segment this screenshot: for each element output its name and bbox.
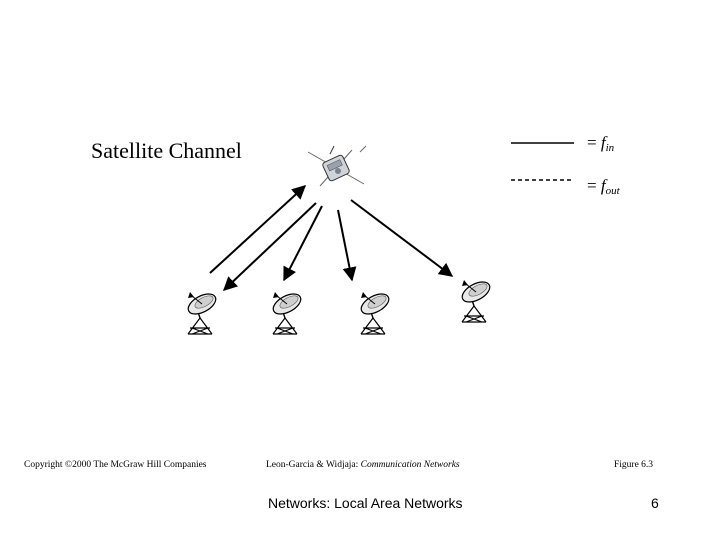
slide-footer-title: Networks: Local Area Networks xyxy=(268,495,463,511)
downlink-arrow-2 xyxy=(283,205,323,282)
diagram-title: Satellite Channel xyxy=(91,138,242,163)
legend-dashed-subscript: out xyxy=(605,185,620,197)
satellite-icon xyxy=(307,145,367,187)
citation-book-title: Communication Networks xyxy=(360,460,460,470)
satellite-dish-icon-1 xyxy=(184,289,220,335)
satellite-dish-icon-2 xyxy=(269,289,305,335)
citation-text: Leon-Garcia & Widjaja: Communication Net… xyxy=(266,460,460,470)
downlink-arrow-3 xyxy=(337,209,357,282)
page-number: 6 xyxy=(651,495,659,511)
legend-solid-prefix: = xyxy=(587,133,601,152)
legend-dashed-label: = fout xyxy=(587,176,620,197)
legend-solid-label: = fin xyxy=(587,133,614,154)
citation-authors: Leon-Garcia & Widjaja: xyxy=(266,460,361,470)
satellite-dish-icon-3 xyxy=(357,289,393,335)
copyright-text: Copyright ©2000 The McGraw Hill Companie… xyxy=(24,460,207,470)
figure-label: Figure 6.3 xyxy=(614,460,654,470)
legend-dashed-symbol: f xyxy=(600,176,606,195)
uplink-arrow xyxy=(209,185,307,274)
downlink-arrow-1 xyxy=(222,202,317,291)
satellite-dish-icon-4 xyxy=(458,277,494,323)
legend-dashed-prefix: = xyxy=(587,176,601,195)
legend-solid-symbol: f xyxy=(600,133,606,152)
legend-solid-subscript: in xyxy=(605,142,615,154)
downlink-arrow-4 xyxy=(350,199,454,277)
